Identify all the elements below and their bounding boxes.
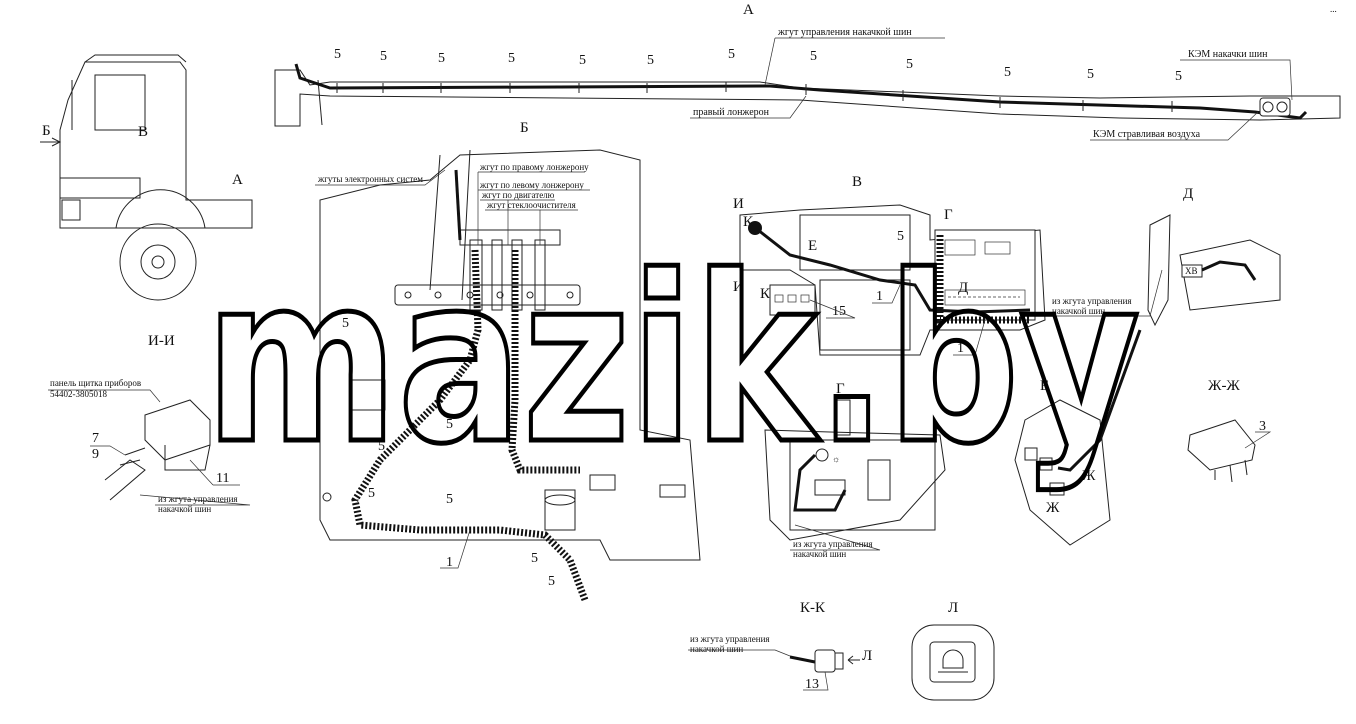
callout-5: 5 bbox=[647, 53, 654, 68]
corner-mark: ... bbox=[1330, 4, 1337, 14]
view-zh-zh: Ж-Ж 3 bbox=[1187, 378, 1272, 483]
callout-1: 1 bbox=[957, 341, 964, 356]
view-k-k-title: К-К bbox=[800, 600, 826, 616]
callout-5: 5 bbox=[368, 486, 375, 501]
callout-1: 1 bbox=[446, 555, 453, 570]
label-from-harness-1: из жгута управления bbox=[690, 634, 770, 644]
marker-g: Г bbox=[944, 207, 953, 223]
label-right-spar-harness: жгут по правому лонжерону bbox=[479, 162, 589, 172]
label-from-harness-2: накачкой шин bbox=[793, 549, 846, 559]
callout-5: 5 bbox=[906, 57, 913, 72]
view-v-title: В bbox=[852, 174, 862, 190]
marker-i-bottom: И bbox=[733, 279, 744, 295]
callout-7: 7 bbox=[92, 431, 99, 446]
arrow-v-marker: В bbox=[138, 124, 148, 140]
label-tire-harness: жгут управления накачкой шин bbox=[777, 27, 912, 38]
view-b-title: Б bbox=[520, 120, 529, 136]
label-left-spar-harness: жгут по левому лонжерону bbox=[479, 180, 584, 190]
label-panel-line1: панель щитка приборов bbox=[50, 378, 141, 388]
view-l-title: Л bbox=[948, 600, 958, 616]
callout-5: 5 bbox=[446, 492, 453, 507]
label-electronic-harness: жгуты электронных систем bbox=[317, 174, 423, 184]
label-from-harness-2: накачкой шин bbox=[1052, 306, 1105, 316]
label-from-harness-2: накачкой шин bbox=[158, 504, 211, 514]
l-arrow-marker: Л bbox=[862, 648, 872, 664]
marker-zh-2: Ж bbox=[1046, 500, 1060, 516]
callout-11: 11 bbox=[216, 471, 229, 486]
view-zh-zh-title: Ж-Ж bbox=[1208, 378, 1240, 394]
view-l: Л bbox=[911, 600, 995, 701]
callout-5: 5 bbox=[728, 47, 735, 62]
view-v-dashboard: В И К И К Е Г Д 5 1 15 1 bbox=[733, 174, 1046, 356]
label-from-harness-1: из жгута управления bbox=[793, 539, 873, 549]
marker-i-top: И bbox=[733, 196, 744, 212]
callout-5: 5 bbox=[531, 551, 538, 566]
marker-zh-1: Ж bbox=[1082, 468, 1096, 484]
label-valve-inflation: КЭМ накачки шин bbox=[1188, 49, 1268, 60]
callout-5: 5 bbox=[334, 47, 341, 62]
view-i-i-title: И-И bbox=[148, 333, 175, 349]
view-e: Е Ж Ж bbox=[1014, 329, 1142, 546]
view-d-title: Д bbox=[1183, 186, 1193, 202]
view-d: Д ХВ из жгута управления накачкой шин bbox=[1048, 186, 1281, 327]
callout-5: 5 bbox=[810, 49, 817, 64]
callout-5: 5 bbox=[1175, 69, 1182, 84]
xb-marker: ХВ bbox=[1185, 266, 1198, 276]
label-from-harness-1: из жгута управления bbox=[158, 494, 238, 504]
callout-13: 13 bbox=[805, 677, 819, 692]
view-e-title: Е bbox=[1040, 378, 1049, 394]
callout-5: 5 bbox=[1087, 67, 1094, 82]
callout-5: 5 bbox=[579, 53, 586, 68]
label-engine-harness: жгут по двигателю bbox=[481, 190, 555, 200]
callout-5: 5 bbox=[438, 51, 445, 66]
arrow-a-marker: А bbox=[232, 172, 243, 188]
view-a-title: А bbox=[743, 2, 754, 18]
marker-k-bottom: К bbox=[760, 286, 771, 302]
callout-5: 5 bbox=[446, 417, 453, 432]
callout-5: 5 bbox=[1004, 65, 1011, 80]
label-panel-line2: 54402-3805018 bbox=[50, 389, 107, 399]
truck-side-view: Б В А bbox=[40, 54, 253, 301]
callout-5: 5 bbox=[378, 439, 385, 454]
callout-5: 5 bbox=[897, 229, 904, 244]
callout-3: 3 bbox=[1259, 419, 1266, 434]
label-right-spar: правый лонжерон bbox=[693, 107, 770, 118]
clamp-callouts-a: 5 5 5 5 5 5 5 5 5 5 5 5 bbox=[334, 47, 1182, 84]
callout-5: 5 bbox=[508, 51, 515, 66]
marker-e: Е bbox=[808, 238, 817, 254]
label-from-harness-1: из жгута управления bbox=[1052, 296, 1132, 306]
callout-9: 9 bbox=[92, 447, 99, 462]
svg-text:☼: ☼ bbox=[832, 454, 840, 464]
view-i-i: И-И панель щитка приборов 54402-3805018 … bbox=[48, 333, 251, 514]
watermark: mazik.by bbox=[205, 228, 1140, 495]
callout-5: 5 bbox=[342, 316, 349, 331]
marker-k-top: К bbox=[743, 214, 754, 230]
view-g-title: Г bbox=[836, 381, 845, 397]
label-valve-bleed: КЭМ стравливая воздуха bbox=[1093, 129, 1201, 140]
callout-5: 5 bbox=[380, 49, 387, 64]
view-a-harness-run: А 5 5 5 5 5 5 5 5 5 5 5 5 bbox=[274, 2, 1341, 141]
callout-1: 1 bbox=[876, 289, 883, 304]
label-wiper-harness: жгут стеклоочистителя bbox=[486, 200, 576, 210]
view-b-engine-bay: Б жгуты электронных систем жгут по право… bbox=[315, 120, 701, 602]
marker-d: Д bbox=[958, 280, 968, 296]
view-k-k: К-К из жгута управления накачкой шин Л 1… bbox=[688, 600, 872, 692]
arrow-b-marker: Б bbox=[42, 123, 51, 139]
label-from-harness-2: накачкой шин bbox=[690, 644, 743, 654]
callout-5: 5 bbox=[548, 574, 555, 589]
view-g: Г ☼ из жгута управления накачкой шин bbox=[764, 381, 946, 559]
